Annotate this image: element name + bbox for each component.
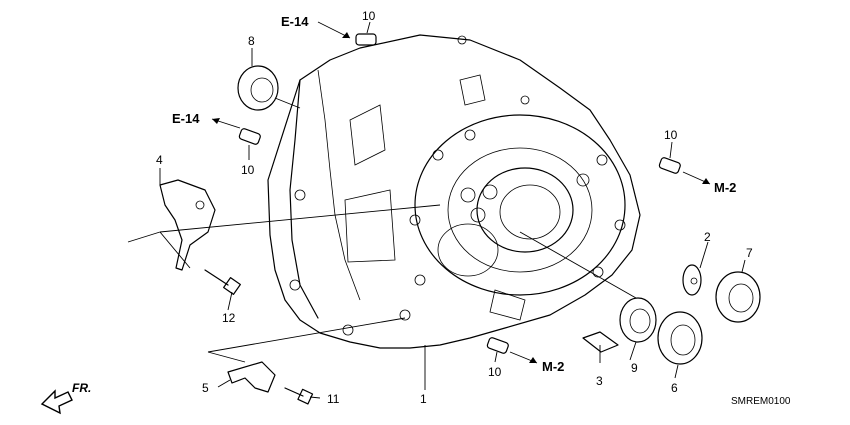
bolt-part-12 [204, 269, 241, 295]
washer-part-2 [682, 264, 702, 296]
callout-7: 7 [746, 246, 753, 260]
callout-10-right: 10 [664, 128, 678, 142]
diagram-code: SMREM0100 [731, 396, 791, 407]
ref-e14-left: E-14 [172, 111, 200, 126]
oil-seal-part-8 [237, 65, 279, 111]
clip-part-5 [227, 361, 276, 393]
needle-bearing-part-7 [715, 271, 761, 323]
callout-10-left: 10 [241, 163, 255, 177]
ref-m2-bottom: M-2 [542, 359, 564, 374]
oil-seal-part-9 [619, 297, 657, 343]
front-direction-arrow [40, 389, 73, 415]
callout-6: 6 [671, 381, 678, 395]
ball-bearing-part-6 [657, 311, 703, 365]
callout-4: 4 [156, 153, 163, 167]
front-label: FR. [72, 381, 91, 395]
callout-12: 12 [222, 311, 236, 325]
callout-10-top: 10 [362, 9, 376, 23]
leader-lines [127, 21, 746, 399]
reference-arrows [211, 21, 711, 364]
ref-m2-right: M-2 [714, 180, 736, 195]
callout-5: 5 [202, 381, 209, 395]
callout-3: 3 [596, 374, 603, 388]
ref-e14-top: E-14 [281, 14, 309, 29]
callout-1: 1 [420, 392, 427, 406]
callout-11: 11 [327, 392, 340, 406]
clutch-housing [267, 34, 641, 349]
dowel-pins-part-10 [238, 33, 681, 354]
plate-part-3 [582, 331, 619, 353]
callout-9: 9 [631, 361, 638, 375]
callout-10-bottom: 10 [488, 365, 502, 379]
bolt-part-11 [284, 387, 314, 405]
callout-8: 8 [248, 34, 255, 48]
bracket-part-4 [159, 179, 216, 271]
callout-2: 2 [704, 230, 711, 244]
